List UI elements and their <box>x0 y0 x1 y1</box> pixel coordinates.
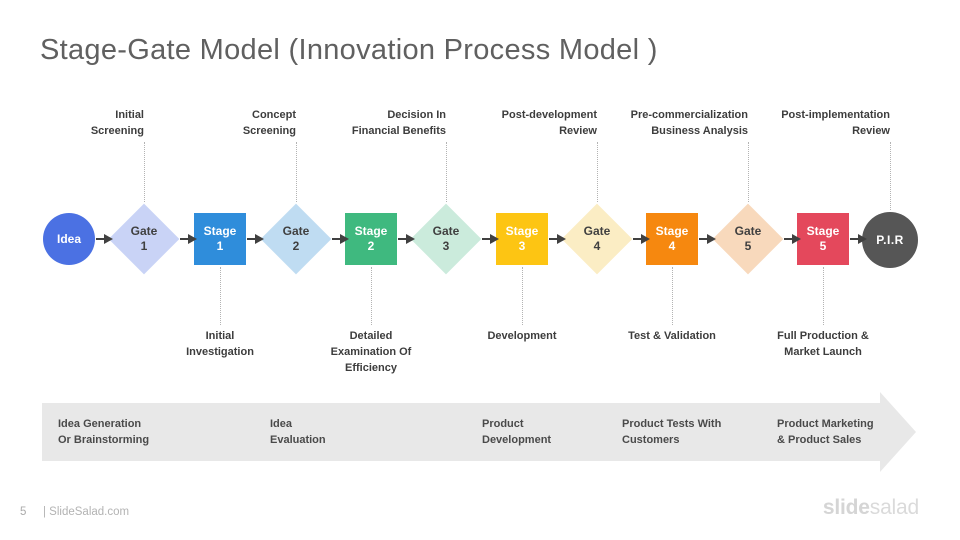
top-label-concept-screening: Concept Screening <box>242 109 296 137</box>
page-title: Stage-Gate Model (Innovation Process Mod… <box>40 34 658 66</box>
node-label: Gate 4 <box>583 224 611 253</box>
footer-site-text: | SlideSalad.com <box>43 506 130 518</box>
dotted-connector <box>144 142 145 202</box>
flow-arrow <box>784 234 801 244</box>
flow-node-gate-2: Gate 2 <box>260 203 332 275</box>
flow-node-stage-5: Stage 5 <box>797 213 849 265</box>
flow-node-stage-3: Stage 3 <box>496 213 548 265</box>
flow-arrow <box>332 234 349 244</box>
node-label: Idea <box>56 231 81 246</box>
node-label: P.I.R <box>876 232 904 247</box>
top-label-decision-financial-benefits: Decision In Financial Benefits <box>351 109 446 137</box>
band-item-product-marketing: Product Marketing & Product Sales <box>777 418 874 446</box>
flow-node-gate-5: Gate 5 <box>712 203 784 275</box>
flow-arrow <box>398 234 415 244</box>
slidesalad-logo: slidesalad <box>823 496 919 520</box>
flow-node-stage-2: Stage 2 <box>345 213 397 265</box>
top-label-initial-screening: Initial Screening <box>90 109 144 137</box>
node-label: Stage 4 <box>655 224 689 253</box>
flow-arrow <box>549 234 566 244</box>
node-label: Gate 3 <box>432 224 460 253</box>
dotted-connector <box>890 142 891 210</box>
dotted-connector <box>823 267 824 325</box>
top-label-post-development-review: Post-development Review <box>501 109 597 137</box>
node-label: Stage 1 <box>203 224 237 253</box>
dotted-connector <box>672 267 673 325</box>
band-item-idea-evaluation: Idea Evaluation <box>270 418 326 446</box>
flow-arrow <box>699 234 716 244</box>
band-item-idea-generation: Idea Generation Or Brainstorming <box>58 418 150 446</box>
bottom-label-initial-investigation: Initial Investigation <box>186 330 254 358</box>
flow-node-stage-4: Stage 4 <box>646 213 698 265</box>
process-band <box>42 403 880 461</box>
flow-arrow <box>850 234 867 244</box>
flow-node-stage-1: Stage 1 <box>194 213 246 265</box>
logo-text-bold: slide <box>822 496 870 519</box>
dotted-connector <box>597 142 598 202</box>
flow-arrow <box>180 234 197 244</box>
bottom-label-full-production: Full Production & Market Launch <box>777 330 869 358</box>
node-label: Gate 2 <box>282 224 310 253</box>
logo-text-light: salad <box>869 496 919 519</box>
band-arrowhead-icon <box>880 392 916 472</box>
flow-node-idea: Idea <box>43 213 95 265</box>
band-item-product-tests: Product Tests With Customers <box>622 418 722 446</box>
flow-arrow <box>633 234 650 244</box>
dotted-connector <box>296 142 297 202</box>
node-label: Gate 1 <box>130 224 158 253</box>
band-item-product-development: Product Development <box>482 418 552 446</box>
node-label: Stage 5 <box>806 224 840 253</box>
top-label-post-implementation-review: Post-implementation Review <box>781 109 890 137</box>
dotted-connector <box>220 267 221 325</box>
flow-arrow <box>482 234 499 244</box>
top-label-pre-commercialization: Pre-commercialization Business Analysis <box>630 109 748 137</box>
flow-arrow <box>96 234 113 244</box>
bottom-label-detailed-examination: Detailed Examination Of Efficiency <box>330 330 412 374</box>
node-label: Stage 3 <box>505 224 539 253</box>
bottom-label-development: Development <box>487 330 557 342</box>
dotted-connector <box>371 267 372 325</box>
flow-node-gate-3: Gate 3 <box>410 203 482 275</box>
dotted-connector <box>446 142 447 202</box>
bottom-label-test-validation: Test & Validation <box>628 330 716 342</box>
flow-node-pir: P.I.R <box>862 212 918 268</box>
node-label: Gate 5 <box>734 224 762 253</box>
page-number: 5 <box>20 506 27 518</box>
flow-node-gate-4: Gate 4 <box>561 203 633 275</box>
dotted-connector <box>748 142 749 202</box>
node-label: Stage 2 <box>354 224 388 253</box>
flow-arrow <box>247 234 264 244</box>
flow-node-gate-1: Gate 1 <box>108 203 180 275</box>
dotted-connector <box>522 267 523 325</box>
